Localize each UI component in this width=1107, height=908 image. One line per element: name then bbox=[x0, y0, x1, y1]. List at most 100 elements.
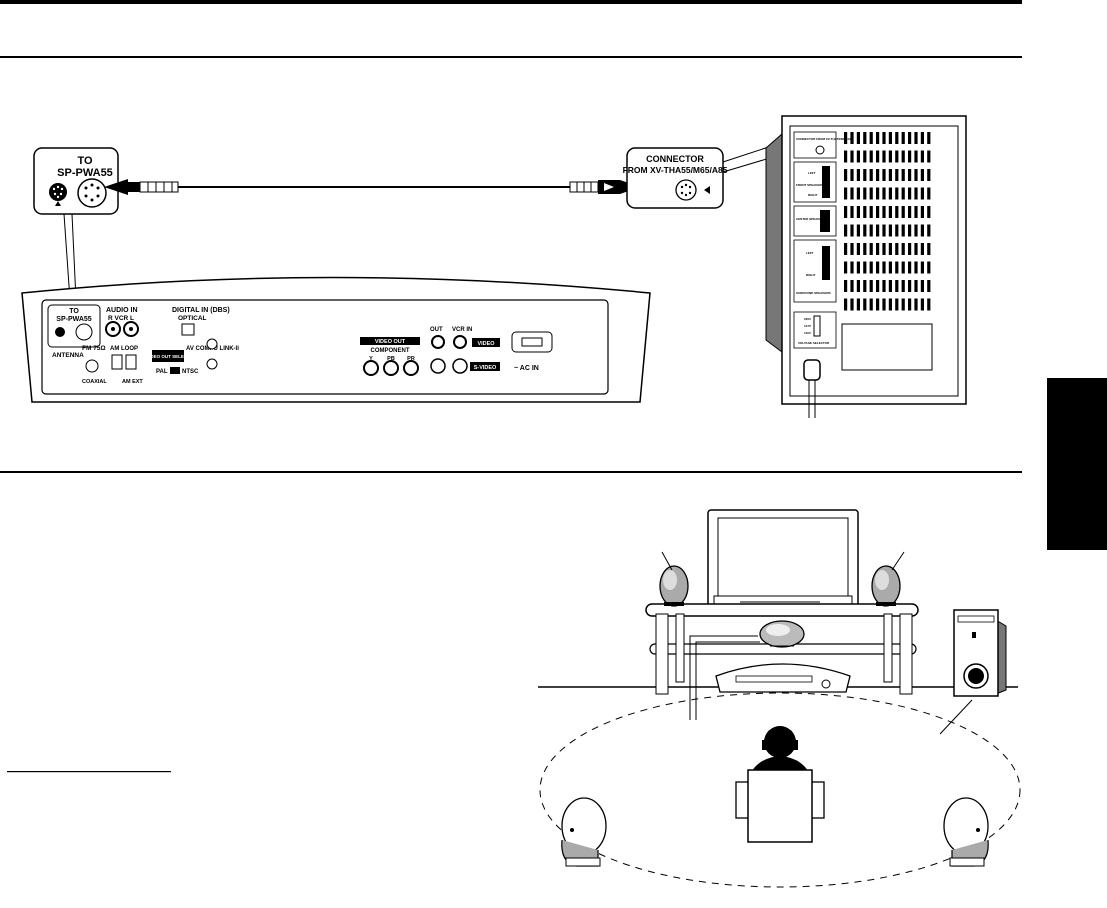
vent-slot bbox=[927, 298, 931, 311]
vent-slot bbox=[914, 243, 918, 255]
listener-icon bbox=[735, 726, 825, 843]
vent-slot bbox=[856, 206, 860, 218]
callout-right-line1: CONNECTOR bbox=[646, 154, 704, 164]
vent-slot bbox=[876, 224, 880, 237]
sub-front-left: LEFT bbox=[808, 171, 816, 175]
vent-slot bbox=[888, 206, 892, 218]
panel-coaxial: COAXIAL bbox=[82, 379, 107, 385]
vent-slot bbox=[876, 243, 880, 255]
vent-slot bbox=[888, 261, 892, 274]
panel-component-jack-pr: PR bbox=[407, 356, 415, 362]
subwoofer-rear-panel: CONNECTOR FROM XV-THA55/M65/A85 FRONT SP… bbox=[765, 115, 967, 418]
footnote-rule bbox=[7, 771, 171, 773]
sub-voltage-110: 110V bbox=[804, 331, 811, 335]
vent-slot bbox=[914, 261, 918, 274]
vent-slot bbox=[882, 187, 886, 200]
vent-slot bbox=[908, 187, 912, 200]
panel-vcr-in: VCR IN bbox=[452, 327, 472, 333]
vent-slot bbox=[920, 132, 924, 144]
vent-slot bbox=[863, 298, 867, 311]
callout-right-line2: FROM XV-THA55/M65/A85 bbox=[623, 165, 728, 175]
vent-slot bbox=[844, 298, 848, 311]
vent-slot bbox=[927, 169, 931, 181]
vent-slot bbox=[844, 280, 848, 292]
vent-slot bbox=[888, 150, 892, 163]
vent-slot bbox=[869, 150, 873, 163]
vent-slot bbox=[901, 261, 905, 274]
vent-slot bbox=[908, 169, 912, 181]
vent-slot bbox=[895, 243, 899, 255]
vent-slot bbox=[869, 224, 873, 237]
panel-ntsc: NTSC bbox=[182, 369, 199, 375]
vent-slot bbox=[850, 169, 854, 181]
vent-slot bbox=[901, 298, 905, 311]
sub-surround-right: RIGHT bbox=[806, 273, 816, 277]
vent-slot bbox=[908, 243, 912, 255]
vent-slot bbox=[882, 243, 886, 255]
vent-slot bbox=[920, 280, 924, 292]
vent-slot bbox=[863, 169, 867, 181]
vent-slot bbox=[901, 169, 905, 181]
vent-slot bbox=[850, 150, 854, 163]
vent-slot bbox=[869, 298, 873, 311]
receiver-unit bbox=[715, 663, 851, 693]
receiver-rear-panel: TO SP-PWA55 AUDIO IN R VCR L DIGITAL IN … bbox=[21, 276, 651, 403]
front-right-speaker-icon bbox=[871, 565, 901, 607]
vent-slot bbox=[844, 187, 848, 200]
vent-slot bbox=[920, 243, 924, 255]
sub-front-speakers: FRONT SPEAKERS bbox=[796, 183, 824, 187]
sub-voltage-230: 230V bbox=[804, 317, 811, 321]
panel-out: OUT bbox=[430, 327, 443, 333]
listening-area bbox=[539, 692, 1021, 888]
vent-slot bbox=[869, 169, 873, 181]
vent-slot bbox=[863, 243, 867, 255]
side-tab bbox=[1047, 378, 1107, 550]
callout-left-line2: SP-PWA55 bbox=[57, 167, 113, 179]
center-speaker-icon bbox=[759, 620, 805, 648]
vent-slot bbox=[895, 298, 899, 311]
vent-slot bbox=[895, 280, 899, 292]
vent-slot bbox=[876, 150, 880, 163]
vent-slot bbox=[856, 298, 860, 311]
vent-slot bbox=[895, 132, 899, 144]
vent-slot bbox=[863, 132, 867, 144]
vent-slot bbox=[914, 298, 918, 311]
vent-slot bbox=[850, 206, 854, 218]
vent-slot bbox=[876, 280, 880, 292]
top-rule bbox=[0, 0, 1022, 4]
vent-slot bbox=[882, 206, 886, 218]
panel-fm: FM 75Ω bbox=[82, 345, 106, 352]
panel-video: VIDEO bbox=[477, 341, 495, 347]
callout-left-line1: TO bbox=[77, 155, 93, 167]
vent-slot bbox=[856, 224, 860, 237]
vent-slot bbox=[869, 206, 873, 218]
vent-slot bbox=[876, 187, 880, 200]
vent-slot bbox=[901, 206, 905, 218]
vent-slot bbox=[869, 243, 873, 255]
sub-surround-left: LEFT bbox=[806, 251, 814, 255]
panel-component-jack-pb: PB bbox=[387, 356, 395, 362]
panel-component: COMPONENT bbox=[371, 348, 410, 354]
callout-connector: CONNECTOR FROM XV-THA55/M65/A85 bbox=[623, 147, 728, 209]
vent-slot bbox=[856, 132, 860, 144]
panel-to-label-1: TO bbox=[69, 308, 79, 315]
section-rule-2 bbox=[0, 471, 1022, 473]
vent-slot bbox=[914, 187, 918, 200]
vent-slot bbox=[850, 224, 854, 237]
vent-slot bbox=[895, 261, 899, 274]
tv-set bbox=[707, 509, 859, 609]
vent-slot bbox=[920, 150, 924, 163]
vent-slot bbox=[863, 280, 867, 292]
panel-s-video: S-VIDEO bbox=[474, 365, 497, 371]
vent-slot bbox=[914, 206, 918, 218]
vent-slot bbox=[856, 150, 860, 163]
din-socket-large-icon bbox=[77, 178, 107, 208]
vent-slot bbox=[908, 280, 912, 292]
vent-slot bbox=[927, 150, 931, 163]
vent-slot bbox=[876, 169, 880, 181]
vent-slot bbox=[888, 298, 892, 311]
vent-slot bbox=[863, 187, 867, 200]
panel-audio-in: AUDIO IN bbox=[106, 307, 138, 314]
vent-slot bbox=[901, 132, 905, 144]
